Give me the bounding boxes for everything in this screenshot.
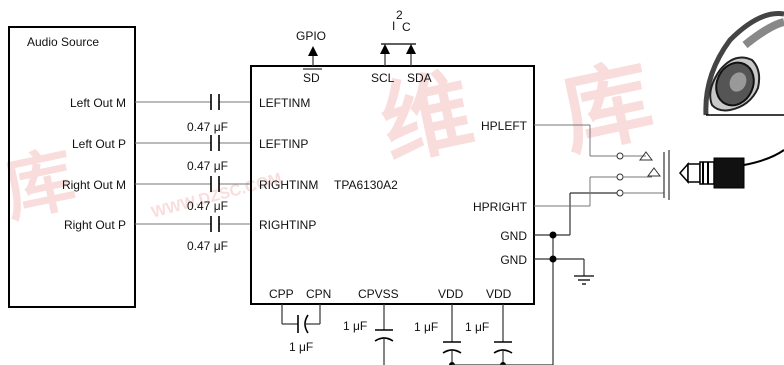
gpio-arrow-icon: [308, 46, 318, 56]
chip-pin-input: RIGHTINP: [259, 218, 316, 232]
i2c-label-c: C: [402, 20, 411, 34]
chip-pin-input: LEFTINP: [259, 137, 308, 151]
chip-pin-output: GND: [500, 229, 527, 243]
chip-pin-scl: SCL: [371, 71, 395, 85]
input-cap-label: 0.47 μF: [187, 199, 228, 213]
i2c-label-sup: 2: [396, 8, 403, 22]
chip-pin-sda: SDA: [407, 71, 432, 85]
cp-cap-label: 1 μF: [289, 340, 313, 354]
vdd-capacitor-2: [493, 304, 513, 365]
headphones-icon: [703, 11, 784, 116]
ground-bus: [452, 192, 618, 365]
vdd-cap-label: 1 μF: [414, 320, 438, 334]
chip-pin-vdd: VDD: [438, 287, 464, 301]
ground-icon: [574, 275, 594, 285]
cpvss-cap-label: 1 μF: [343, 319, 367, 333]
input-cap-label: 0.47 μF: [187, 239, 228, 253]
vdd-capacitor-1: [442, 304, 462, 365]
watermark-glyph-3: 库: [553, 50, 662, 167]
input-wiring: [135, 94, 251, 232]
chip-pin-input: LEFTINM: [259, 96, 310, 110]
gpio-label: GPIO: [296, 29, 326, 43]
input-cap-label: 0.47 μF: [187, 120, 228, 134]
output-wiring: [534, 124, 617, 207]
chip-pin-cpn: CPN: [306, 287, 331, 301]
chip-pin-cpvss: CPVSS: [358, 287, 399, 301]
audio-plug-icon: [678, 149, 784, 189]
chip-pin-sd: SD: [303, 71, 320, 85]
sda-arrow-icon: [406, 44, 416, 54]
chip-box: [250, 65, 535, 305]
chip-pin-input: RIGHTINM: [259, 178, 318, 192]
chip-pin-output: HPLEFT: [481, 119, 528, 133]
input-cap-label: 0.47 μF: [187, 159, 228, 173]
source-output-label: Left Out M: [70, 96, 126, 110]
scl-arrow-icon: [380, 44, 390, 54]
audio-source-box: [8, 26, 136, 308]
i2c-label-i: I: [392, 19, 395, 33]
chip-name: TPA6130A2: [334, 178, 398, 192]
source-output-label: Left Out P: [72, 137, 126, 151]
chip-pin-output: GND: [500, 253, 527, 267]
source-output-label: Right Out P: [64, 218, 126, 232]
cp-capacitor: [281, 304, 321, 334]
watermark-glyph-2: 维: [373, 60, 482, 177]
chip-pin-cpp: CPP: [269, 287, 294, 301]
cpvss-capacitor: [374, 304, 394, 365]
vdd-cap-label: 1 μF: [465, 320, 489, 334]
chip-pin-vdd: VDD: [486, 287, 512, 301]
headphone-jack: [616, 150, 670, 200]
audio-source-title: Audio Source: [27, 35, 99, 49]
source-output-label: Right Out M: [62, 178, 126, 192]
watermark-glyph-1: 库: [0, 140, 82, 231]
chip-pin-output: HPRIGHT: [473, 200, 528, 214]
